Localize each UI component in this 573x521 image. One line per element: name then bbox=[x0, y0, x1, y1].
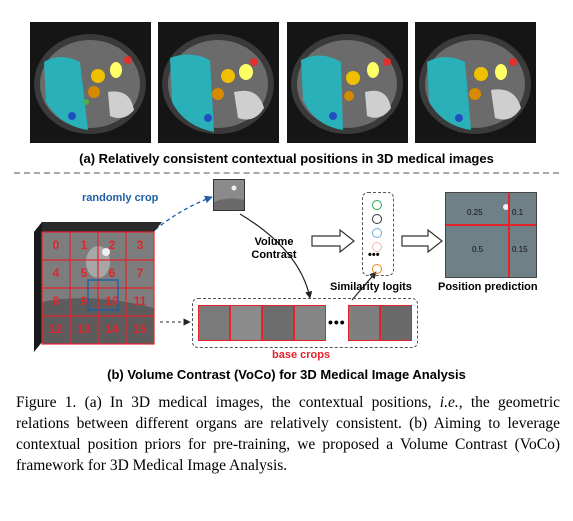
grid-cell-number: 9 bbox=[80, 294, 88, 308]
base-crop-tile bbox=[380, 305, 412, 341]
logit-circle bbox=[372, 214, 382, 224]
ct-slice-4 bbox=[415, 22, 536, 143]
position-prediction-label: Position prediction bbox=[438, 281, 538, 293]
grid-cell-number: 2 bbox=[108, 238, 116, 252]
grid-cell-number: 0 bbox=[52, 238, 60, 252]
grid-cell-number: 4 bbox=[52, 266, 60, 280]
grid-cell-number: 6 bbox=[108, 266, 116, 280]
ct-slice-2 bbox=[158, 22, 279, 143]
similarity-logits-label: Similarity logits bbox=[330, 281, 412, 293]
base-to-logits-arrow bbox=[351, 271, 377, 301]
panel-b-caption: (b) Volume Contrast (VoCo) for 3D Medica… bbox=[107, 367, 466, 382]
logit-circle bbox=[372, 242, 382, 252]
grid-cell-number: 12 bbox=[49, 322, 63, 336]
prediction-value: 0.5 bbox=[472, 245, 484, 254]
prediction-value: 0.1 bbox=[512, 208, 524, 217]
grid-cell-number: 7 bbox=[136, 266, 144, 280]
logit-circle bbox=[372, 200, 382, 210]
similarity-logits-box bbox=[362, 192, 394, 276]
volume-cube bbox=[32, 222, 164, 352]
panel-divider bbox=[14, 172, 559, 174]
base-crop-tile bbox=[230, 305, 262, 341]
volume-contrast-arrow bbox=[311, 228, 355, 254]
random-crop-image bbox=[213, 179, 245, 211]
prediction-value: 0.15 bbox=[512, 245, 528, 254]
grid-cell-number: 11 bbox=[133, 294, 147, 308]
prediction-value: 0.25 bbox=[467, 208, 483, 217]
base-crop-tile bbox=[348, 305, 380, 341]
grid-cell-number: 15 bbox=[133, 322, 147, 336]
grid-cell-number: 10 bbox=[105, 294, 119, 308]
position-prediction-image bbox=[445, 192, 537, 278]
randomly-crop-label: randomly crop bbox=[82, 192, 159, 204]
random-crop-arrow bbox=[102, 195, 213, 287]
base-crop-tile bbox=[294, 305, 326, 341]
base-crops-group bbox=[192, 298, 418, 348]
ct-slice-1 bbox=[30, 22, 151, 143]
grid-cell-number: 5 bbox=[80, 266, 88, 280]
grid-cell-number: 3 bbox=[136, 238, 144, 252]
ellipsis-dots: ••• bbox=[328, 314, 346, 330]
grid-cell-number: 1 bbox=[80, 238, 88, 252]
panel-a-caption: (a) Relatively consistent contextual pos… bbox=[79, 151, 494, 166]
logit-ellipsis-dots: ••• bbox=[368, 249, 380, 261]
grid-cell-number: 13 bbox=[77, 322, 91, 336]
grid-cell-number: 8 bbox=[52, 294, 60, 308]
crop-to-base-arrow bbox=[239, 213, 313, 299]
logit-circle bbox=[372, 264, 382, 274]
base-crop-tile bbox=[198, 305, 230, 341]
base-crops-label: base crops bbox=[272, 349, 331, 361]
base-crop-tile bbox=[262, 305, 294, 341]
figure-caption: Figure 1. (a) In 3D medical images, the … bbox=[16, 394, 561, 474]
logit-circle bbox=[372, 228, 382, 238]
volume-contrast-label: Volume Contrast bbox=[251, 236, 297, 261]
ct-slice-3 bbox=[287, 22, 408, 143]
position-prediction-arrow bbox=[401, 228, 443, 254]
grid-cell-number: 14 bbox=[105, 322, 119, 336]
